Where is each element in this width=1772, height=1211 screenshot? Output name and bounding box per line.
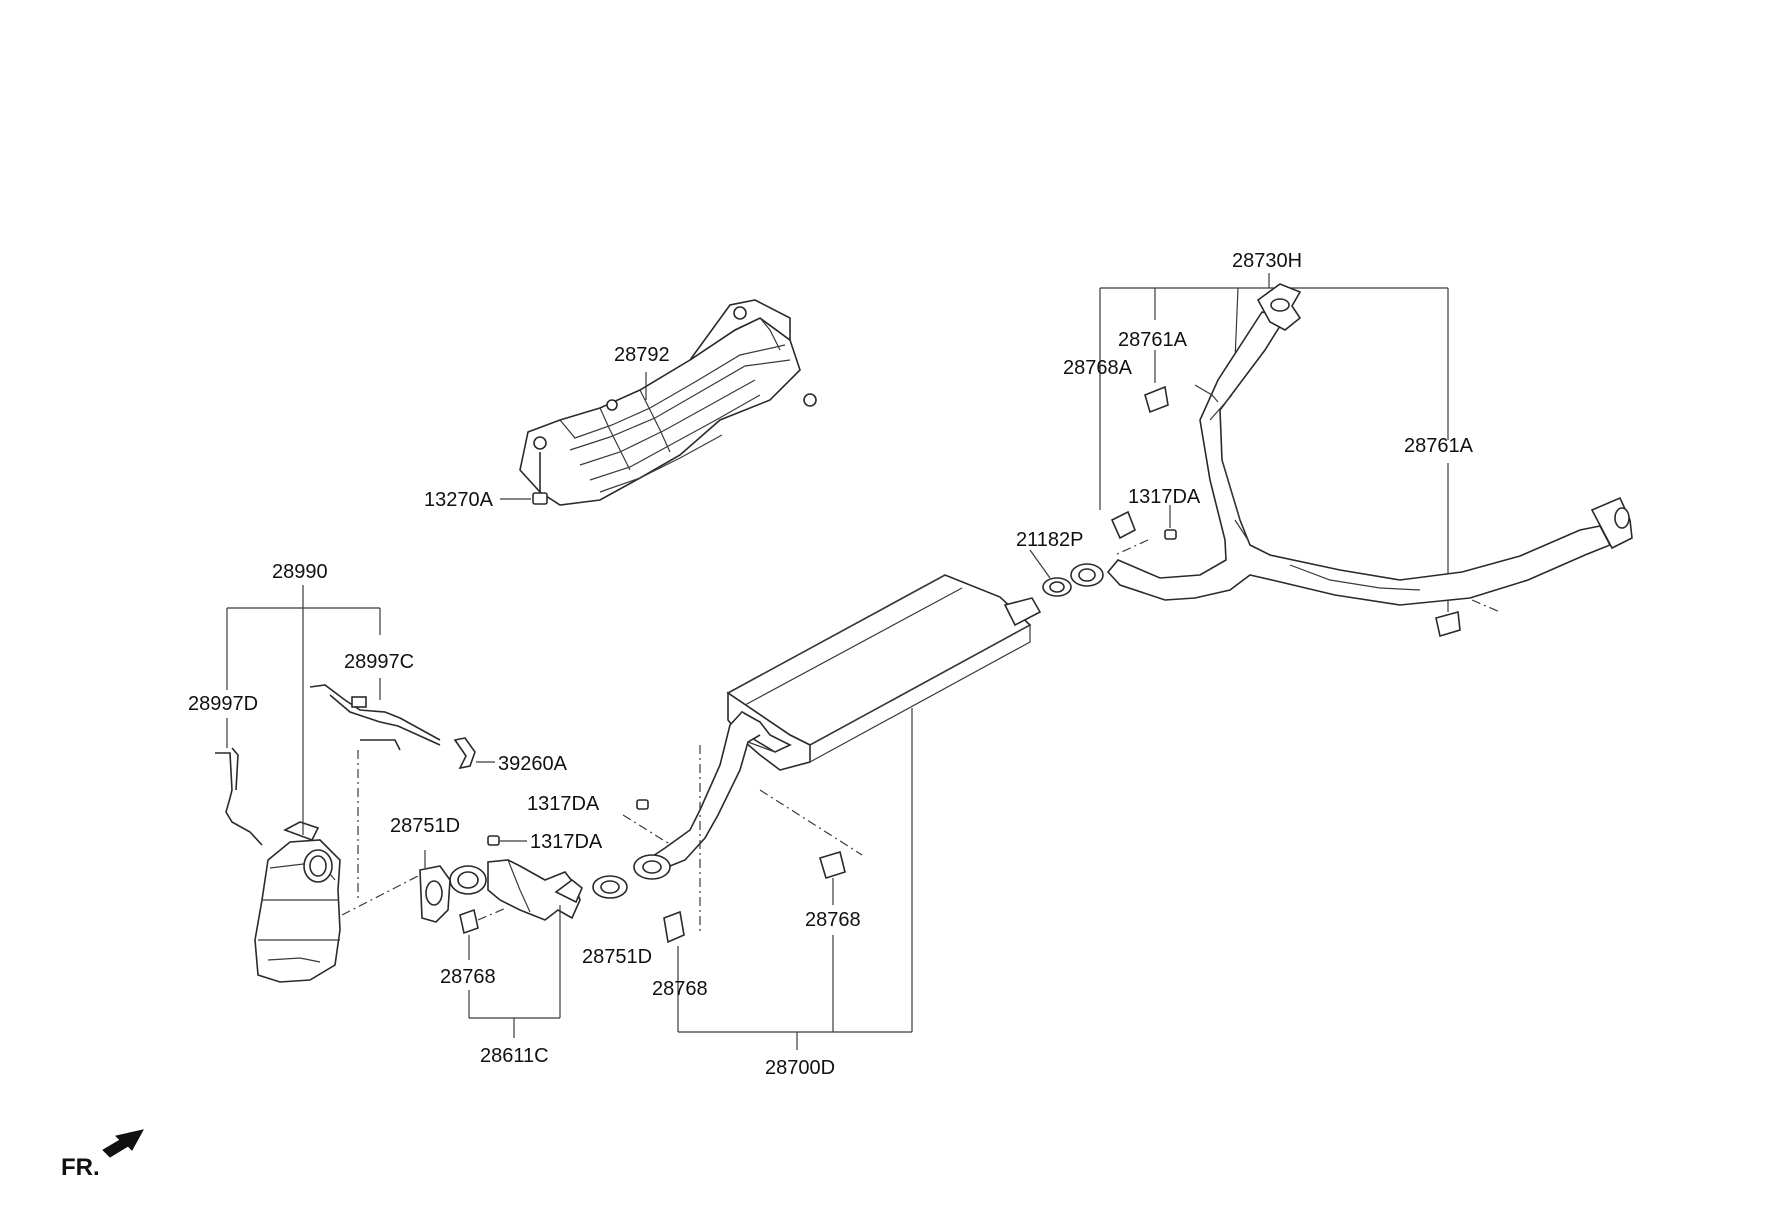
- front-pipe: [449, 859, 583, 921]
- muffler-assembly: [633, 574, 1042, 880]
- bracket-28700d: [677, 708, 913, 1050]
- dash-28768a: [1114, 539, 1149, 556]
- label-39260a: 39260A: [498, 753, 568, 775]
- gasket-28751d-left: [419, 865, 451, 923]
- oxygen-sensor-28997d: [215, 747, 263, 846]
- dash-28768-left: [477, 907, 507, 921]
- leader-21182p: [1029, 549, 1051, 579]
- label-28768-left: 28768: [440, 966, 496, 988]
- dash-1317da-mid: [622, 814, 669, 844]
- gasket-28751d-right: [592, 875, 628, 899]
- label-28761a-top: 28761A: [1118, 329, 1188, 351]
- label-13270a: 13270A: [424, 489, 494, 511]
- catalytic-converter: [254, 821, 341, 983]
- hanger-28768-right: [819, 850, 846, 880]
- oxygen-sensor-28997c: [309, 684, 441, 751]
- clamp-39260a: [453, 737, 476, 770]
- rear-y-pipe: [1106, 283, 1633, 606]
- label-21182p: 21182P: [1016, 529, 1083, 551]
- label-28611c: 28611C: [480, 1045, 549, 1067]
- heat-shield: [519, 299, 817, 506]
- label-28792: 28792: [614, 344, 670, 366]
- label-28997d: 28997D: [188, 693, 258, 715]
- nut-1317da-top: [1164, 529, 1177, 540]
- gasket-21182p: [1042, 577, 1072, 597]
- dash-28761a: [1471, 599, 1501, 613]
- front-arrow-icon: [102, 1129, 144, 1158]
- label-28768a: 28768A: [1063, 357, 1133, 379]
- label-28761a-right: 28761A: [1404, 435, 1474, 457]
- bracket-28990: [226, 585, 381, 835]
- label-1317da-low: 1317DA: [530, 831, 603, 853]
- label-1317da-top: 1317DA: [1128, 486, 1201, 508]
- label-28700d: 28700D: [765, 1057, 835, 1079]
- bracket-28611c: [468, 905, 561, 1038]
- label-28751d-left: 28751D: [390, 815, 460, 837]
- front-label: FR.: [61, 1154, 100, 1181]
- label-28751d-right: 28751D: [582, 946, 652, 968]
- label-28768-right: 28768: [805, 909, 861, 931]
- flange-y-pipe: [1070, 563, 1104, 587]
- hanger-28768a: [1110, 510, 1137, 540]
- hanger-28768-left: [459, 908, 479, 935]
- hanger-28761a-top: [1144, 385, 1169, 414]
- dash-cat-to-pipe: [341, 874, 421, 916]
- label-28730h: 28730H: [1232, 250, 1302, 272]
- hanger-28768-mid: [663, 910, 685, 944]
- label-28990: 28990: [272, 561, 328, 583]
- label-28997c: 28997C: [344, 651, 414, 673]
- hanger-28761a-right: [1435, 610, 1461, 638]
- dash-28768-right: [759, 789, 863, 856]
- nut-13270a: [532, 452, 548, 505]
- nut-1317da-low: [487, 835, 500, 846]
- nut-1317da-mid: [636, 799, 649, 810]
- label-28768-mid: 28768: [652, 978, 708, 1000]
- label-1317da-mid: 1317DA: [527, 793, 600, 815]
